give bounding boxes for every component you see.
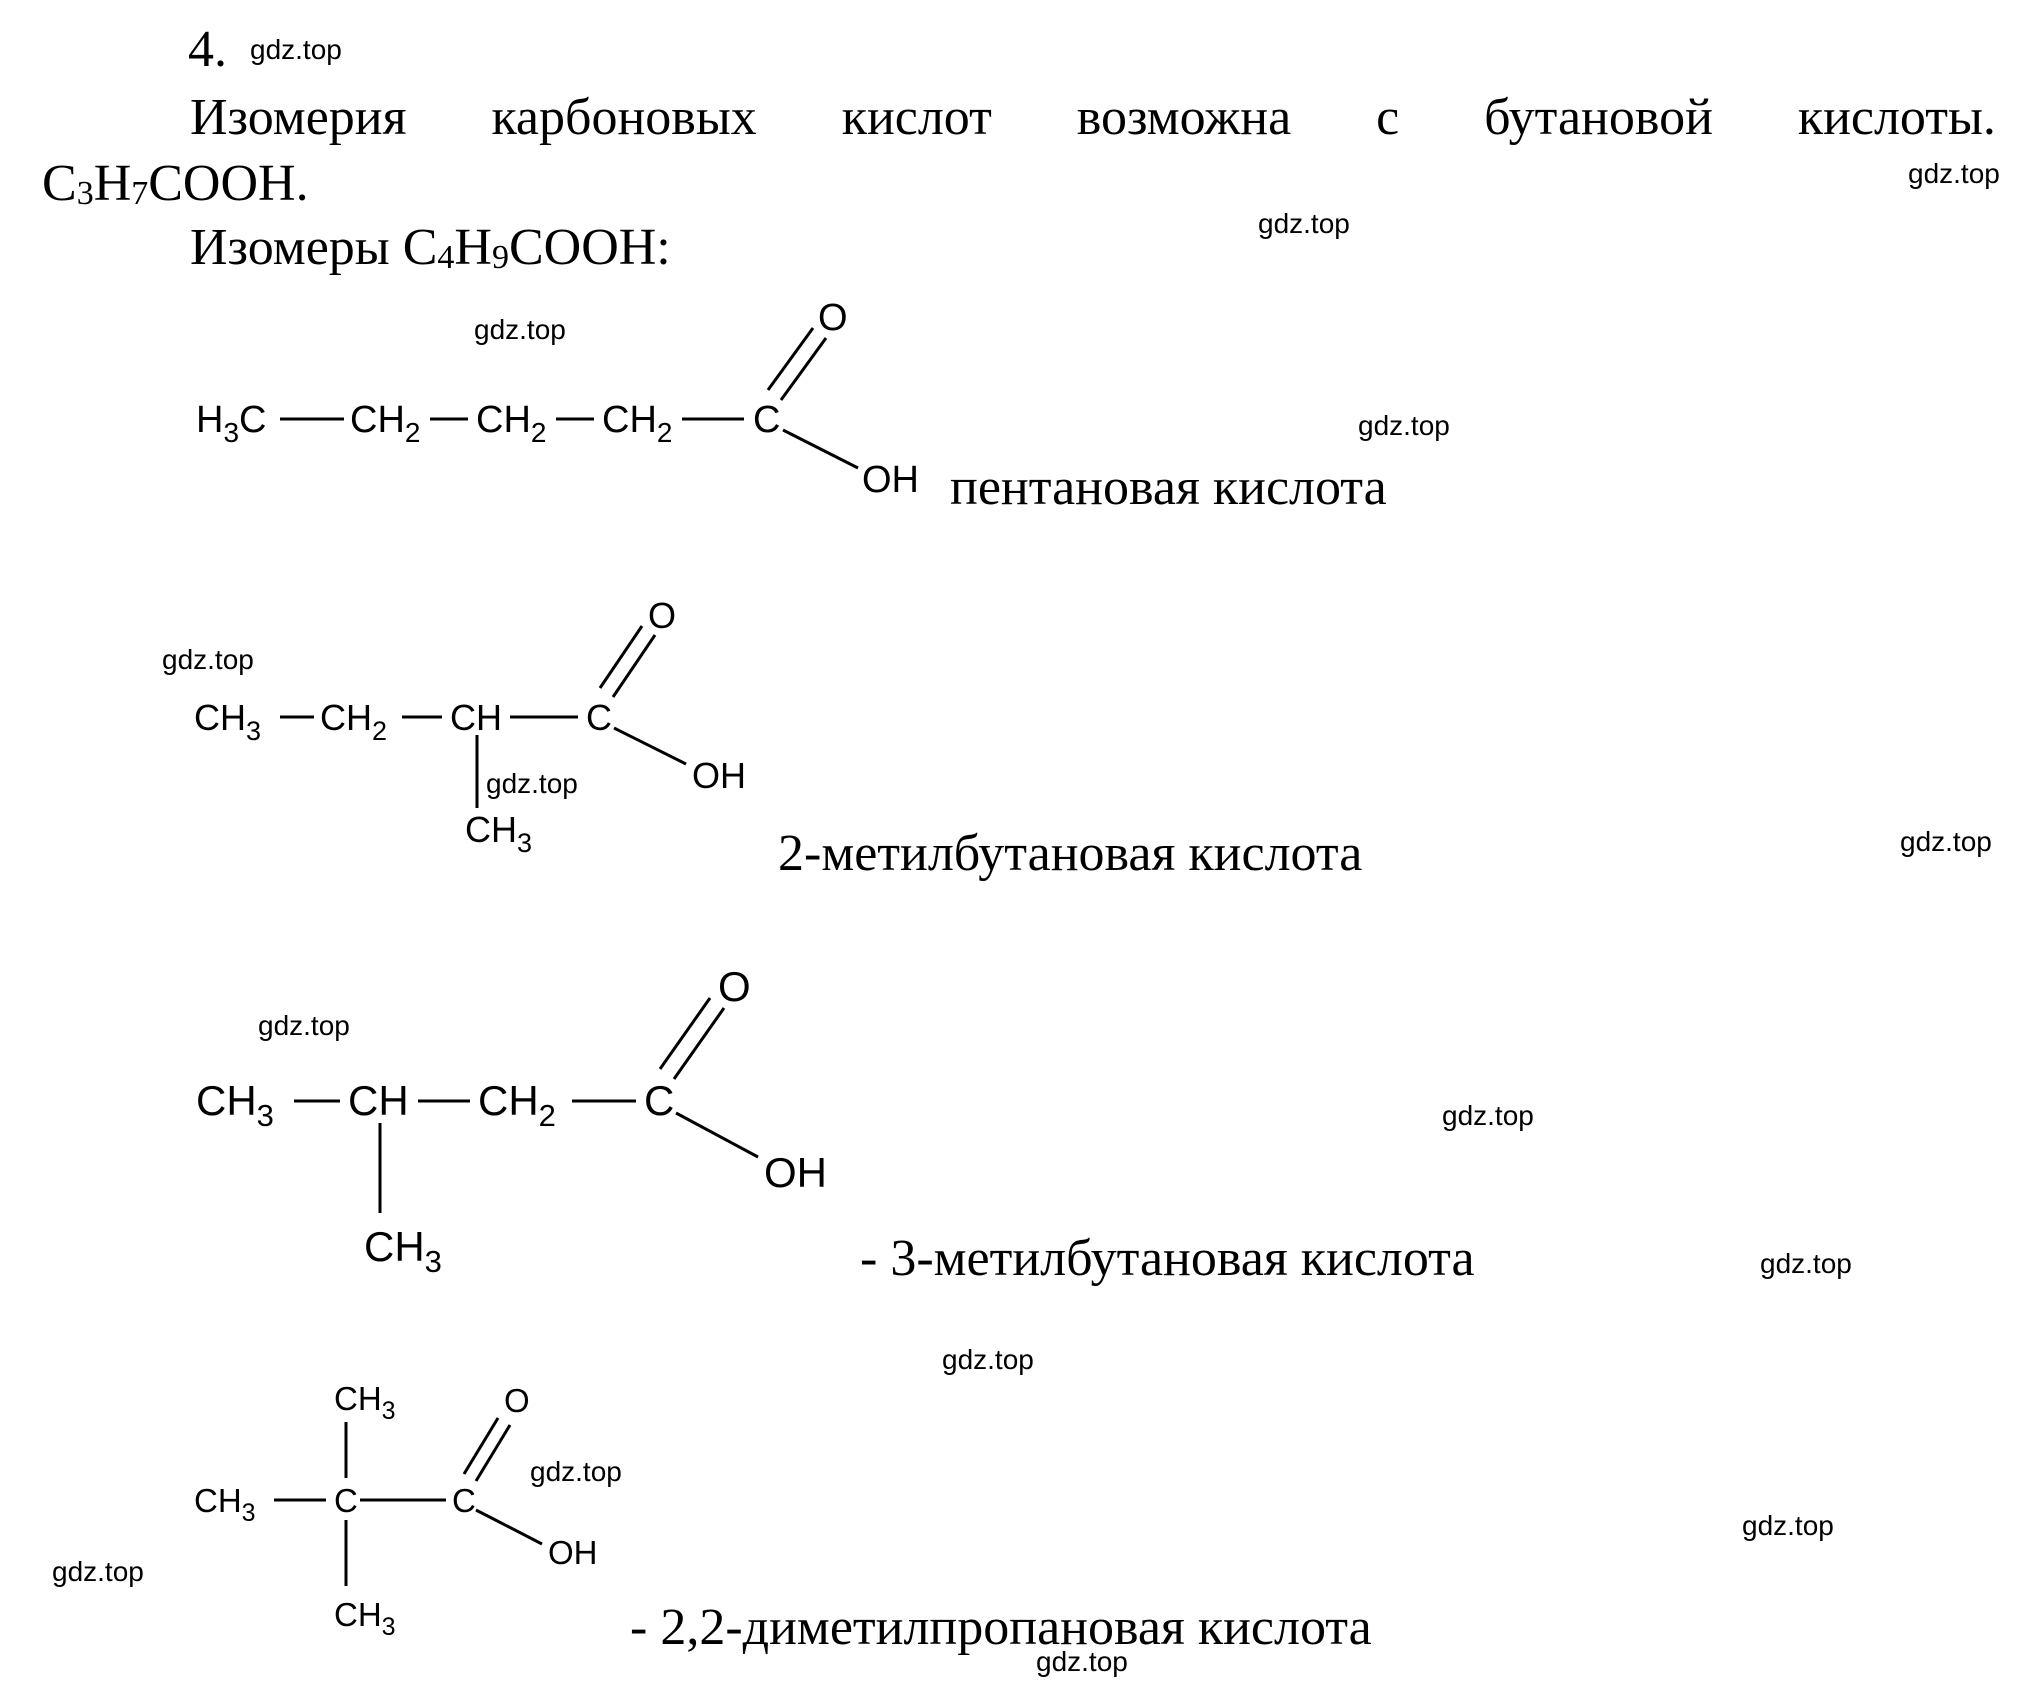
intro-sentence: Изомерия карбоновых кислот возможна с бу… (190, 92, 1996, 144)
watermark: gdz.top (1258, 208, 1350, 239)
watermark: gdz.top (250, 34, 342, 65)
watermark: gdz.top (258, 1010, 350, 1041)
watermark: gdz.top (1442, 1100, 1534, 1131)
isomer-name: - 2,2-диметилпропановая кислота (630, 1599, 1372, 1656)
group-ch: CH (348, 1077, 409, 1124)
group-ch2: CH2 (476, 399, 546, 448)
isomers-label: Изомеры C4H9COOH: (190, 219, 671, 277)
group-ch2: CH2 (350, 399, 420, 448)
group-oh: OH (764, 1149, 827, 1196)
watermark: gdz.top (530, 1456, 622, 1487)
group-ch3-branch: CH3 (364, 1223, 442, 1279)
group-ch2: CH2 (602, 399, 672, 448)
2-2-dimethylpropanoic-acid-structure: CH3 C C O OH CH3 CH3 (194, 1380, 598, 1641)
group-ch2: CH2 (478, 1077, 556, 1133)
3-methylbutanoic-acid-structure: CH3 CH CH2 C O OH CH3 (196, 963, 827, 1279)
pentanoic-acid-structure: H3C CH2 CH2 CH2 C O OH (196, 297, 919, 501)
group-ch3-top: CH3 (334, 1380, 396, 1425)
group-ch3: CH3 (194, 1482, 256, 1527)
watermark: gdz.top (1908, 158, 2000, 189)
atom-carbonyl-c: C (753, 399, 780, 441)
watermark: gdz.top (474, 314, 566, 345)
intro-word: Изомерия (190, 89, 407, 146)
bonds (280, 625, 687, 808)
bonds (294, 997, 759, 1213)
group-ch2: CH2 (320, 697, 387, 746)
watermark: gdz.top (1036, 1646, 1128, 1677)
group-oh: OH (862, 459, 919, 501)
atom-carbonyl-c: C (452, 1482, 476, 1519)
intro-word: бутановой (1484, 89, 1713, 146)
watermark: gdz.top (1358, 410, 1450, 441)
intro-word: карбоновых (491, 89, 757, 146)
group-h3c: H3C (196, 399, 266, 448)
problem-number: 4. (188, 21, 227, 78)
bonds (280, 327, 859, 470)
watermark: gdz.top (1742, 1510, 1834, 1541)
group-ch3: CH3 (194, 697, 261, 746)
watermark: gdz.top (942, 1344, 1034, 1375)
group-ch: CH (450, 697, 502, 738)
watermark: gdz.top (1760, 1248, 1852, 1279)
watermark: gdz.top (52, 1556, 144, 1587)
isomer-name: пентановая кислота (950, 459, 1387, 516)
2-methylbutanoic-acid-structure: CH3 CH2 CH C O OH CH3 (194, 595, 746, 858)
watermark: gdz.top (162, 644, 254, 675)
intro-formula: C3H7COOH. (42, 155, 309, 213)
intro-word: с (1376, 89, 1400, 146)
intro-word: кислот (841, 89, 992, 146)
group-ch3: CH3 (196, 1077, 274, 1133)
atom-o: O (818, 297, 848, 339)
isomer-name: 2-метилбутановая кислота (778, 825, 1363, 882)
group-ch3-bottom: CH3 (334, 1596, 396, 1641)
group-oh: OH (548, 1534, 598, 1571)
watermark: gdz.top (1900, 826, 1992, 857)
intro-word: кислоты. (1797, 89, 1996, 146)
atom-o: O (648, 595, 676, 636)
bonds (274, 1417, 543, 1586)
group-oh: OH (692, 755, 746, 796)
isomer-name: - 3-метилбутановая кислота (860, 1230, 1475, 1287)
atom-quaternary-c: C (334, 1482, 358, 1519)
atom-carbonyl-c: C (644, 1077, 674, 1124)
watermark: gdz.top (486, 768, 578, 799)
intro-word: возможна (1076, 89, 1292, 146)
atom-o: O (718, 963, 751, 1010)
atom-o: O (504, 1382, 530, 1419)
atom-carbonyl-c: C (586, 697, 612, 738)
group-ch3-branch: CH3 (465, 809, 532, 858)
